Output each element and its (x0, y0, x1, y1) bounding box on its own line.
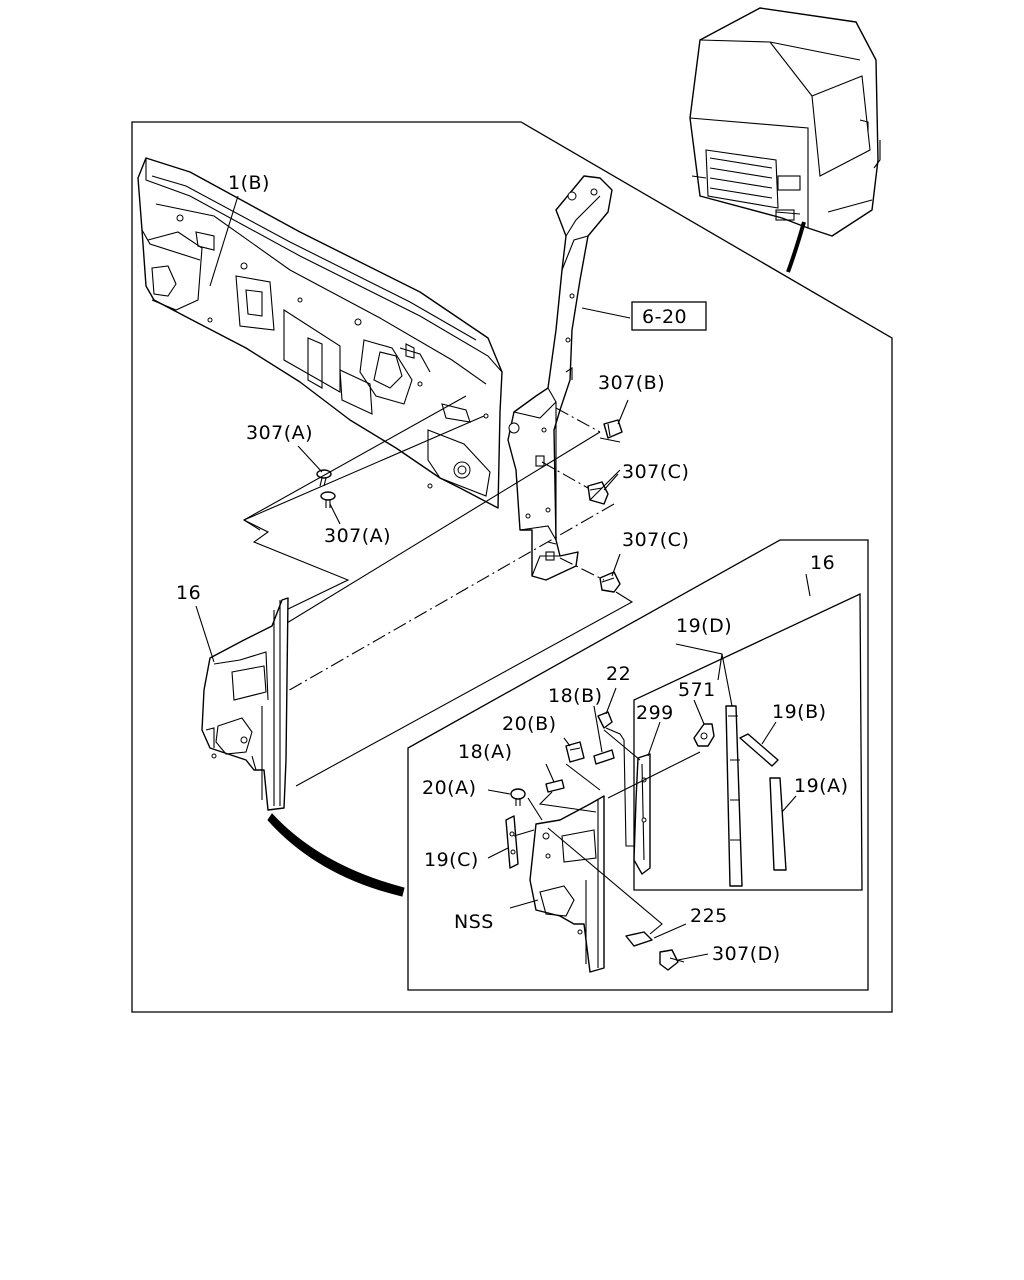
weatherstrip-19d (725, 705, 743, 887)
callout-307d: 307(D) (712, 943, 781, 965)
pad-18a (545, 779, 565, 793)
callout-19b: 19(B) (772, 701, 827, 723)
callout-299: 299 (636, 702, 674, 724)
callout-307b: 307(B) (598, 372, 665, 394)
main-frame (131, 121, 893, 1013)
callout-307a-top: 307(A) (246, 422, 313, 444)
clip-22 (597, 711, 613, 729)
callout-19d: 19(D) (676, 615, 732, 637)
bracket-19c (505, 815, 519, 869)
clip-307b (603, 419, 623, 439)
clip-307d (659, 949, 679, 971)
callout-20b: 20(B) (502, 713, 557, 735)
trim-strip-299 (633, 753, 651, 875)
trim-nss-part (529, 795, 605, 973)
screw-20a (510, 788, 526, 806)
callout-18b: 18(B) (548, 685, 603, 707)
a-pillar-part (507, 175, 613, 581)
detail-arrow (267, 813, 405, 897)
callout-1b: 1(B) (228, 172, 270, 194)
callout-307c-top: 307(C) (622, 461, 689, 483)
ref-box-6-20 (631, 301, 707, 331)
callout-19a: 19(A) (794, 775, 849, 797)
callout-571: 571 (678, 679, 716, 701)
pad-18b (593, 749, 615, 765)
callout-16-left: 16 (176, 582, 201, 604)
callout-307a-bottom: 307(A) (324, 525, 391, 547)
callout-nss: NSS (454, 911, 494, 933)
screw-307a-upper (316, 469, 332, 487)
callout-307c-bottom: 307(C) (622, 529, 689, 551)
clip-20b (565, 741, 585, 763)
pillar-trim-part-16 (201, 597, 289, 811)
clip-307c-lower (599, 571, 621, 593)
weatherstrip-19a (769, 777, 787, 871)
detail-assembly-lines (513, 727, 701, 963)
screw-307a-lower (320, 491, 336, 508)
callout-labels: 1(B) 6-20 307(B) 307(A) 307(C) 307(A) 30… (176, 172, 849, 965)
callout-16-right: 16 (810, 552, 835, 574)
cowl-panel-part (137, 157, 503, 509)
weatherstrip-19b (739, 733, 779, 767)
callout-20a: 20(A) (422, 777, 477, 799)
callout-6-20: 6-20 (642, 306, 687, 328)
truck-cab-illustration (689, 7, 881, 273)
callout-225: 225 (690, 905, 728, 927)
bracket-571 (693, 723, 715, 747)
callout-19c: 19(C) (424, 849, 479, 871)
alignment-lines (242, 395, 634, 787)
leader-lines (195, 195, 811, 961)
callout-22: 22 (606, 663, 631, 685)
detail-frame-inner (633, 592, 863, 891)
callout-18a: 18(A) (458, 741, 513, 763)
detail-frame-outer (407, 539, 869, 991)
clip-225 (625, 931, 653, 947)
